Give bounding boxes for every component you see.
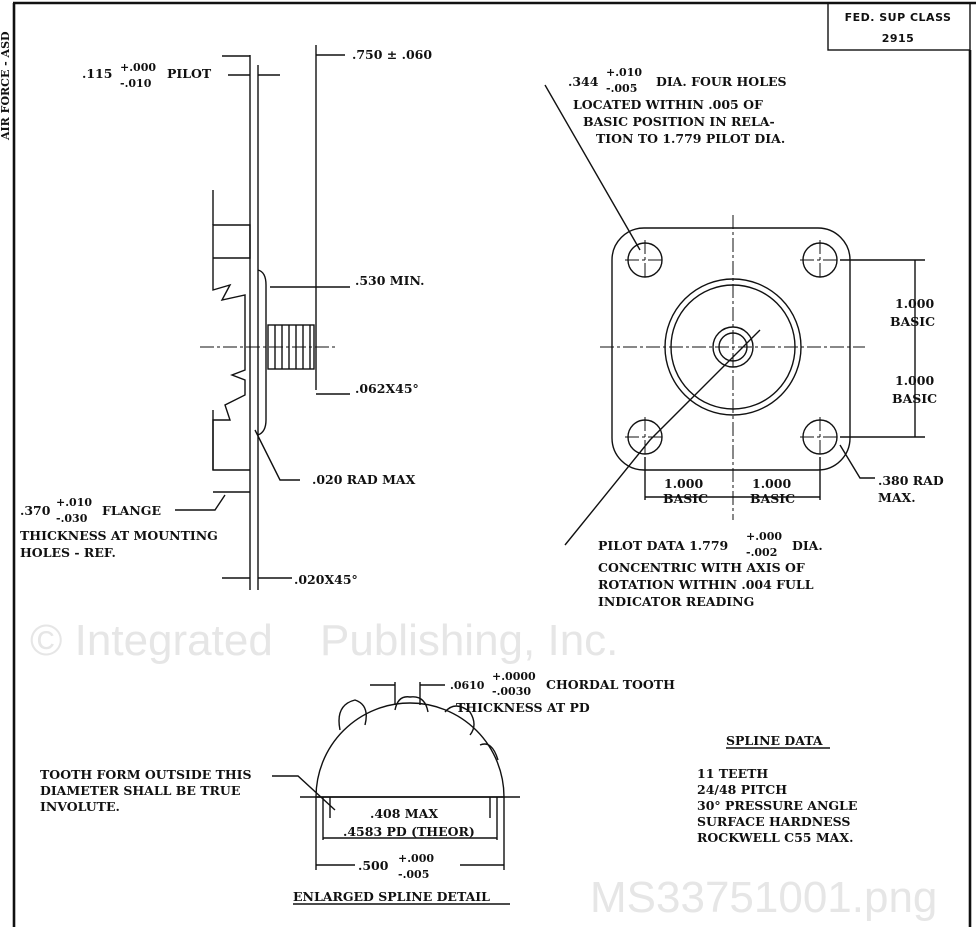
watermark-line-1: © Integrated (30, 616, 273, 665)
vertical-dim-label: BASIC (892, 391, 937, 406)
tooth-thickness-label: CHORDAL TOOTH (546, 677, 675, 692)
holes-note-line: LOCATED WITHIN .005 OF (573, 97, 763, 112)
vertical-dim-value: 1.000 (895, 373, 934, 388)
front-view (544, 84, 925, 546)
holes-value: .344 (568, 74, 599, 89)
holes-note-line: TION TO 1.779 PILOT DIA. (596, 131, 785, 146)
watermark: © Integrated Publishing, Inc. MS33751001… (30, 616, 937, 922)
tooth-thickness-minus: -.0030 (492, 685, 531, 698)
flange-note-line: THICKNESS AT MOUNTING (20, 528, 218, 543)
holes-label: DIA. FOUR HOLES (656, 74, 787, 89)
pilot-note-line: INDICATOR READING (598, 594, 754, 609)
horizontal-dim-label: BASIC (750, 491, 795, 506)
involute-note-line: INVOLUTE. (40, 799, 120, 814)
spline-data-line: 11 TEETH (697, 766, 768, 781)
fed-sup-class-value: 2915 (882, 32, 915, 45)
holes-minus: -.005 (606, 82, 637, 95)
involute-note-line: DIAMETER SHALL BE TRUE (40, 783, 240, 798)
spline-data-line: ROCKWELL C55 MAX. (697, 830, 853, 845)
pilot-thickness-label: PILOT (167, 66, 212, 81)
horizontal-dim-value: 1.000 (664, 476, 703, 491)
vertical-dim-value: 1.000 (895, 296, 934, 311)
radius-dim: .020 RAD MAX (312, 472, 416, 487)
tooth-thickness-label-2: THICKNESS AT PD (456, 700, 590, 715)
side-stamp: AIR FORCE - ASD (0, 31, 12, 141)
fed-sup-class-label: FED. SUP CLASS (845, 11, 952, 24)
outer-dia-plus: +.000 (398, 852, 434, 865)
flange-minus: -.030 (56, 512, 88, 525)
spline-detail (272, 682, 520, 905)
holes-plus: +.010 (606, 66, 642, 79)
overall-length-dim: .750 ± .060 (352, 47, 432, 62)
pilot-note-line: CONCENTRIC WITH AXIS OF (598, 560, 805, 575)
watermark-line-2: Publishing, Inc. (320, 616, 618, 665)
shaft-min-dim: .530 MIN. (355, 273, 424, 288)
flange-value: .370 (20, 503, 51, 518)
spline-data-line: 24/48 PITCH (697, 782, 787, 797)
shaft-chamfer-dim: .062X45° (355, 381, 419, 396)
horizontal-dim-label: BASIC (663, 491, 708, 506)
tooth-thickness-plus: +.0000 (492, 670, 536, 683)
involute-note-line: TOOTH FORM OUTSIDE THIS (40, 767, 252, 782)
sheet-border (12, 1, 976, 927)
spline-data-line: 30° PRESSURE ANGLE (697, 798, 857, 813)
outer-dia-minus: -.005 (398, 868, 429, 881)
fed-sup-class-box: FED. SUP CLASS 2915 (827, 2, 971, 51)
tooth-thickness-value: .0610 (450, 679, 485, 692)
pilot-chamfer-dim: .020X45° (294, 572, 358, 587)
outer-dia-value: .500 (358, 858, 389, 873)
pilot-data-minus: -.002 (746, 546, 777, 559)
holes-note-line: BASIC POSITION IN RELA- (583, 114, 775, 129)
flange-plus: +.010 (56, 496, 92, 509)
horizontal-dim-value: 1.000 (752, 476, 791, 491)
pilot-data-plus: +.000 (746, 530, 782, 543)
flange-note-line: HOLES - REF. (20, 545, 116, 560)
pilot-thickness-plus: +.000 (120, 61, 156, 74)
corner-radius-dim: MAX. (878, 490, 916, 505)
spline-data-line: SURFACE HARDNESS (697, 814, 850, 829)
pitch-dia-dim: .4583 PD (THEOR) (343, 824, 475, 839)
watermark-line-3: MS33751001.png (590, 873, 937, 922)
corner-radius-dim: .380 RAD (878, 473, 944, 488)
flange-label: FLANGE (102, 503, 161, 518)
pilot-thickness-minus: -.010 (120, 77, 152, 90)
side-view (175, 45, 350, 590)
max-dia-dim: .408 MAX (370, 806, 438, 821)
spline-detail-title: ENLARGED SPLINE DETAIL (293, 889, 490, 904)
pilot-data-suffix: DIA. (792, 538, 823, 553)
pilot-note-line: ROTATION WITHIN .004 FULL (598, 577, 814, 592)
spline-data-title: SPLINE DATA (726, 733, 823, 748)
pilot-data-label: PILOT DATA 1.779 (598, 538, 728, 553)
pilot-thickness-value: .115 (82, 66, 112, 81)
vertical-dim-label: BASIC (890, 314, 935, 329)
